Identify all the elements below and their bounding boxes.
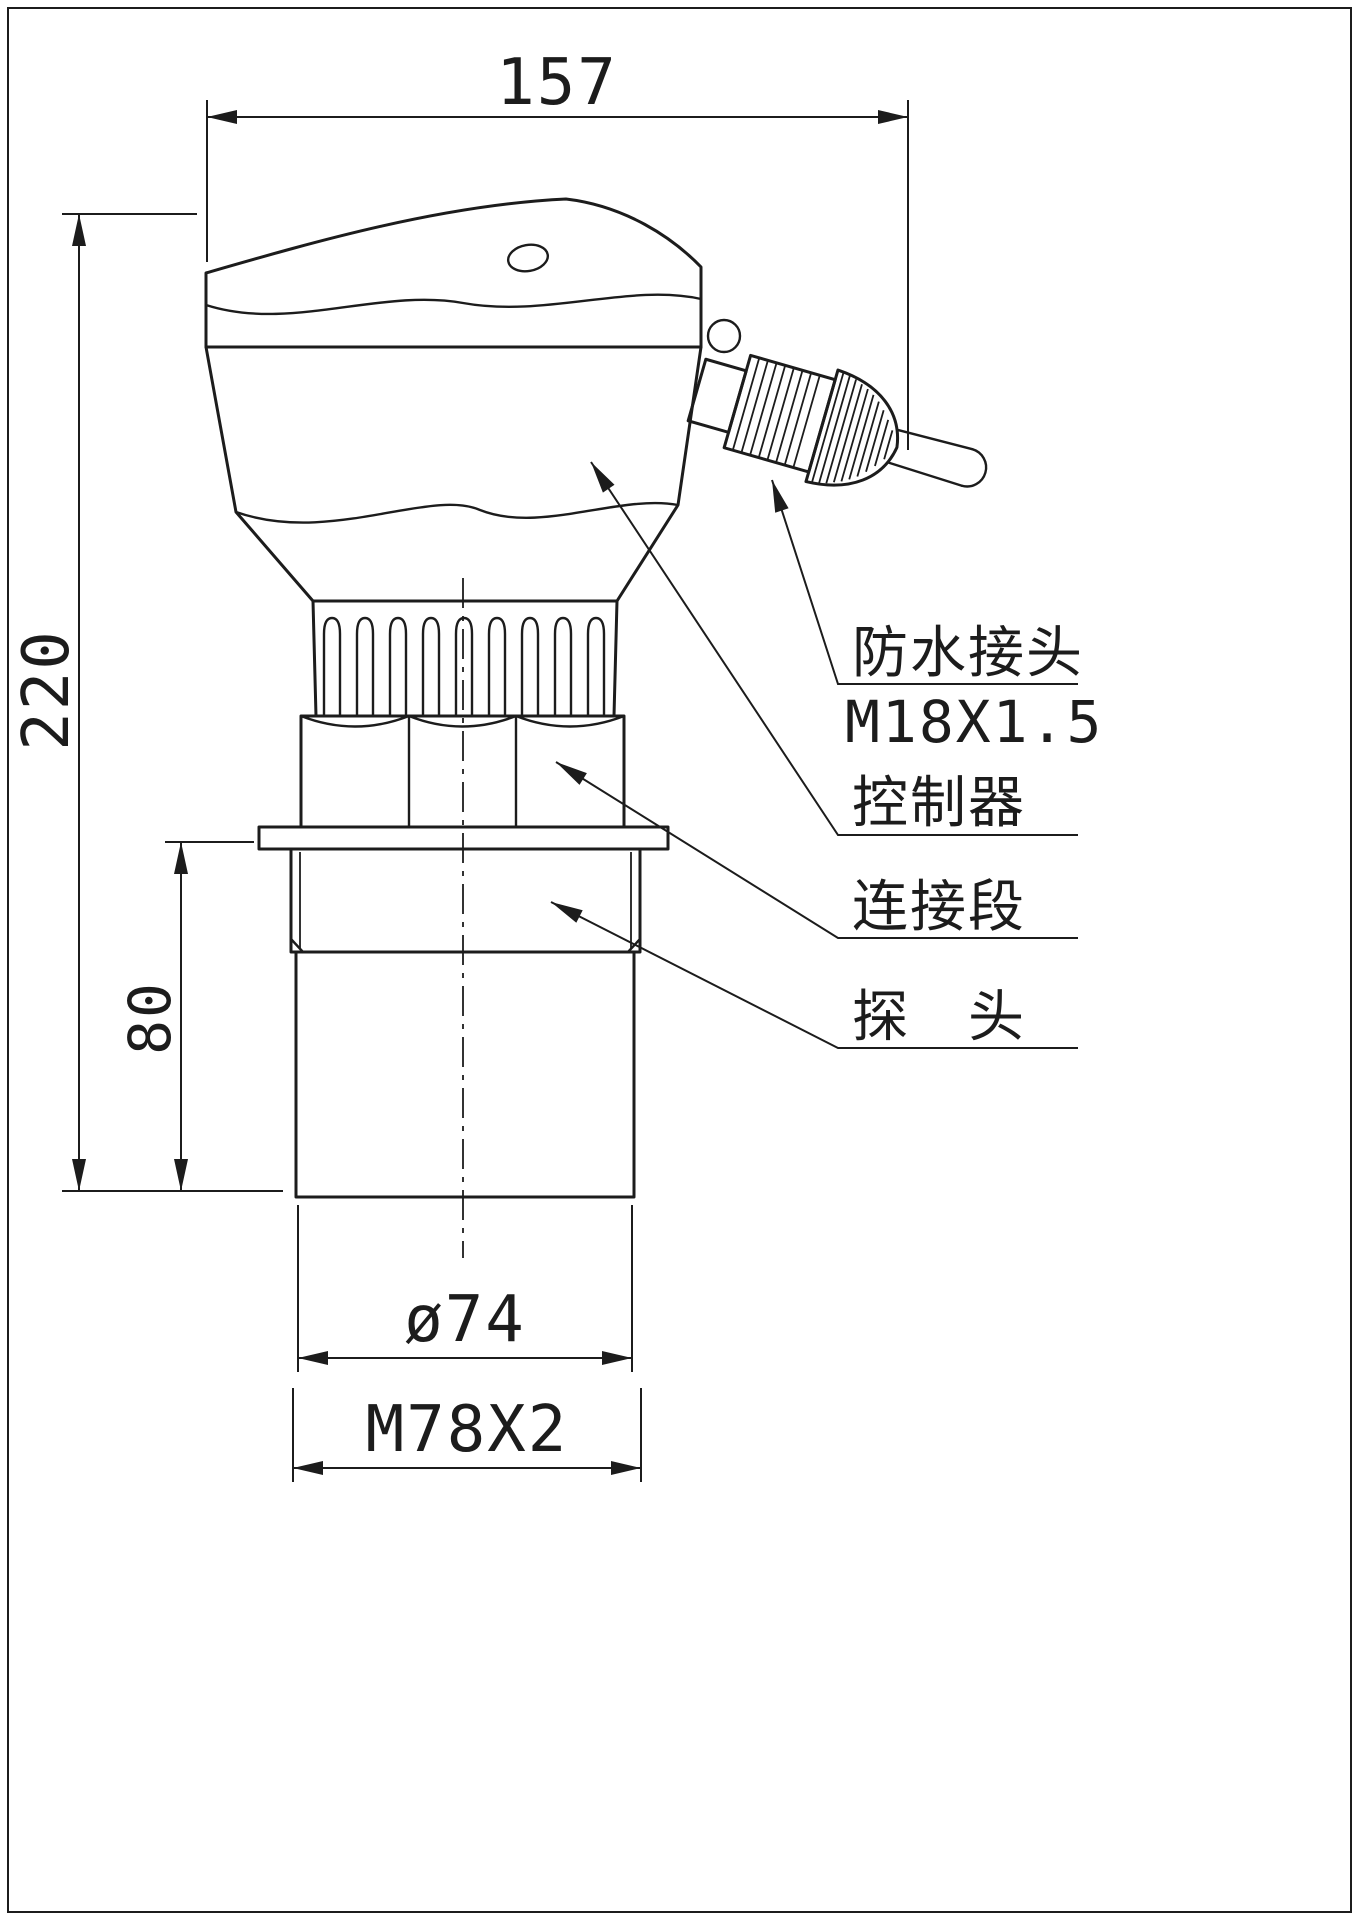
dim-157-arrow-left [207, 110, 237, 124]
probe-label: 探 头 [852, 985, 1026, 1050]
gland-nut-knurling [731, 357, 821, 468]
thread-section [289, 847, 642, 954]
gland-nut [722, 353, 837, 474]
mounting-flange [257, 825, 670, 851]
gland-dome-ribs [811, 372, 894, 484]
cap-outline [204, 197, 703, 349]
controller-label: 控制器 [852, 771, 1026, 836]
gland-dome-cap [804, 368, 900, 487]
controller-leader-arrow [591, 462, 615, 493]
dimension-220: 220 [10, 213, 283, 1192]
cable-end-cap [960, 447, 988, 488]
gland-cable [888, 428, 988, 488]
gland-body [686, 353, 988, 488]
gland-loop-ring [706, 318, 742, 354]
controller-housing [204, 345, 703, 603]
dimension-d74: ø74 [297, 1205, 633, 1372]
callout-waterproof-connector: 防水接头 M18X1.5 [771, 479, 1103, 756]
probe-cylinder [294, 950, 636, 1199]
dim-80-arrow-top [174, 842, 188, 874]
dim-80-label: 80 [116, 981, 184, 1055]
callout-connection-section: 连接段 [555, 761, 1078, 940]
dim-d74-arrow-right [602, 1351, 632, 1365]
collar-slots [322, 616, 606, 718]
connection-leader-arrow [556, 762, 587, 785]
dimension-80: 80 [116, 841, 254, 1191]
probe-leader-line [550, 901, 1078, 1049]
dim-220-arrow-bottom [72, 1159, 86, 1191]
housing-left-edge [204, 345, 315, 603]
callout-controller: 控制器 [590, 461, 1078, 836]
dim-80-arrow-bottom [174, 1159, 188, 1191]
waterproof-connector-label: 防水接头 [852, 621, 1084, 686]
cap-vent-hole [506, 243, 550, 273]
housing-cap [204, 197, 703, 349]
dim-157-arrow-right [878, 110, 908, 124]
thread-chamfer-left [289, 937, 305, 954]
callout-probe: 探 头 [550, 901, 1078, 1050]
dim-220-label: 220 [10, 629, 84, 751]
connection-section-label: 连接段 [852, 875, 1026, 940]
dim-d74-arrow-left [298, 1351, 328, 1365]
collar-right-edge [612, 599, 619, 718]
dim-d74-label: ø74 [404, 1283, 526, 1357]
crown-collar [311, 599, 619, 718]
frame-border [7, 7, 1352, 1913]
waterproof-leader-arrow [772, 480, 789, 513]
dim-m78-label: M78X2 [366, 1393, 569, 1467]
dimension-157: 157 [206, 46, 909, 450]
connection-leader-line [555, 761, 1078, 939]
waterproof-connector-thread-label: M18X1.5 [845, 688, 1103, 756]
hex-chamfer-arcs [299, 714, 626, 728]
dimension-m78x2: M78X2 [292, 1388, 642, 1482]
dim-220-arrow-top [72, 214, 86, 246]
dim-m78-arrow-left [293, 1461, 323, 1475]
controller-leader-line [590, 461, 1078, 836]
dim-m78-arrow-right [611, 1461, 641, 1475]
thread-outline [289, 847, 642, 954]
probe-leader-arrow [551, 902, 583, 923]
housing-wavy-line [234, 501, 680, 524]
thread-chamfer-right [626, 937, 642, 954]
dim-157-label: 157 [496, 46, 618, 120]
hex-nut [299, 714, 626, 829]
cap-seam-wavy-line [204, 293, 703, 316]
collar-left-edge [311, 599, 318, 718]
waterproof-leader-line [771, 479, 1078, 685]
cable-gland [686, 318, 988, 488]
